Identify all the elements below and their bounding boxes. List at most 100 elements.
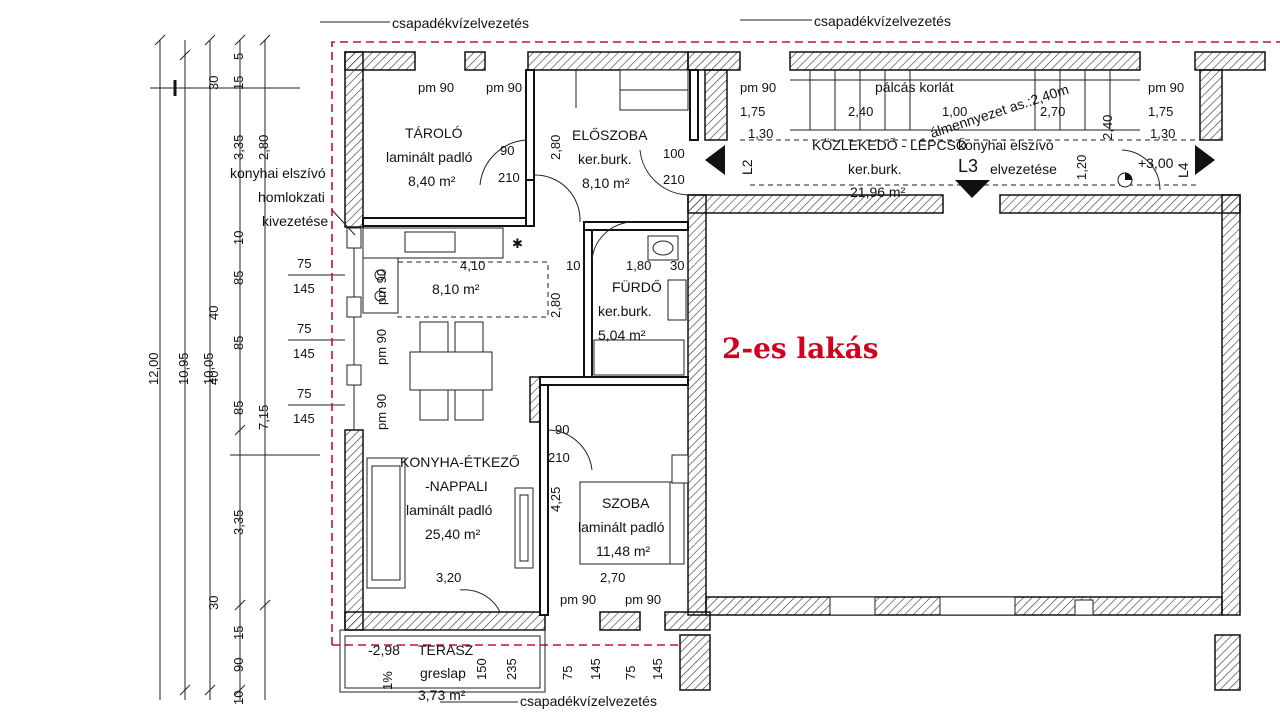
walls — [344, 51, 1266, 691]
room-kozlekedo-area: 21,96 m² — [850, 184, 906, 200]
dim-270: 2,70 — [1040, 104, 1065, 119]
room-kozlekedo-name: KÖZLEKEDŐ - LÉPCSŐ — [812, 136, 967, 153]
dim-75-e: 75 — [623, 666, 638, 680]
terrace-level: -2,98 — [368, 642, 400, 658]
note-homlokzati: homlokzati — [258, 189, 325, 205]
level-plus: +3,00 — [1138, 155, 1174, 171]
left-dimension-chains: 12,00 10,95 10,05 7,15 2,80 3,35 3,35 85… — [146, 34, 345, 705]
wall-bottom-room-pier — [599, 611, 641, 631]
dim-280-b: 2,80 — [548, 293, 563, 318]
pm90-kitchen-1: pm 90 — [374, 269, 389, 305]
note-csapadek-top-left: csapadékvízelvezetés — [392, 15, 529, 31]
wall-top-right — [1194, 51, 1266, 71]
note-kivezetese: kivezetése — [262, 213, 328, 229]
chair-icon — [419, 321, 449, 355]
dim-window-75-b: 75 — [297, 321, 311, 336]
wall-terrace-pier — [679, 634, 711, 691]
room-konyha-area: 25,40 m² — [425, 526, 481, 542]
dim-30: 30 — [670, 258, 684, 273]
apartment-boundary — [331, 41, 1280, 645]
dim-210-c: 210 — [548, 450, 570, 465]
wall-top-middle — [527, 51, 689, 71]
section-l4: L4 — [1175, 162, 1191, 178]
dim-window-75-a: 75 — [297, 256, 311, 271]
pm90-stair-right: pm 90 — [1148, 80, 1184, 95]
kitchen-stove — [362, 257, 399, 314]
dim-235: 235 — [504, 658, 519, 680]
dim-left-15-bottom: 15 — [231, 626, 246, 640]
wall-party-vertical — [687, 194, 707, 616]
wall-top-pier — [464, 51, 486, 71]
pm90-kitchen-2: pm 90 — [374, 329, 389, 365]
terrace: -2,98 TERASZ greslap 3,73 m² 1% 150 235 … — [339, 629, 665, 709]
bathtub — [593, 339, 685, 376]
section-markers: L2 L3 L4 +3,00 — [705, 145, 1215, 198]
pm90-szoba-2: pm 90 — [625, 592, 661, 607]
room-konyha-name2: -NAPPALI — [425, 478, 488, 494]
section-arrow-l3 — [955, 180, 990, 198]
dim-145-d: 145 — [588, 658, 603, 680]
dim-90: 90 — [500, 143, 514, 158]
dim-180: 1,80 — [626, 258, 651, 273]
chair-icon — [454, 321, 484, 355]
dim-window-145-a: 145 — [293, 281, 315, 296]
dim-left-30: 30 — [206, 76, 221, 90]
wall-bottom-kitchen — [344, 611, 546, 631]
section-arrow-l2 — [705, 145, 725, 175]
room-eloszoba-area: 8,10 m² — [582, 175, 630, 191]
dim-window-145-c: 145 — [293, 411, 315, 426]
dim-175-a: 1,75 — [740, 104, 765, 119]
tv-icon — [519, 494, 529, 562]
section-arrow-l4 — [1195, 145, 1215, 175]
room-furdo-area: 5,04 m² — [598, 327, 646, 343]
left-windows — [346, 227, 362, 430]
dim-280: 2,80 — [548, 135, 563, 160]
dim-130-b: 1,30 — [1150, 126, 1175, 141]
nightstand — [671, 454, 689, 484]
chair-icon — [419, 389, 449, 421]
room-furdo-name: FÜRDŐ — [612, 278, 662, 295]
room-labels: TÁROLÓ laminált padló 8,40 m² ELŐSZOBA k… — [386, 125, 967, 559]
room-konyha-name: KONYHA-ÉTKEZŐ — [400, 454, 520, 470]
room-konyha-floor: laminált padló — [406, 502, 493, 518]
dim-10: 10 — [566, 258, 580, 273]
bed — [579, 481, 685, 565]
dim-left-total-a: 10,95 — [176, 352, 191, 385]
wall-corridor-lower-right — [999, 194, 1241, 214]
dim-left-total-e: 2,80 — [256, 135, 271, 160]
kitchen-zone — [397, 261, 549, 318]
pm90-kitchen-3: pm 90 — [374, 394, 389, 430]
dim-240: 2,40 — [848, 104, 873, 119]
wall-stair-column-right — [1199, 69, 1223, 141]
dim-left-335-top: 3,35 — [231, 135, 246, 160]
dim-window-75-c: 75 — [297, 386, 311, 401]
dim-left-total-b: 10,05 — [201, 352, 216, 385]
interior-dimensions: 90 210 2,80 100 210 1,75 1,30 2,40 1,00 … — [436, 104, 1175, 585]
note-konyhai-elszivo-2: konyhai elszívó — [958, 137, 1054, 153]
wall-left-lower — [344, 429, 364, 631]
terrace-name: TERASZ — [418, 642, 474, 658]
note-elvezetese: elvezetése — [990, 161, 1057, 177]
dim-410: 4,10 — [460, 258, 485, 273]
dim-left-85-b: 85 — [231, 336, 246, 350]
dim-100: 100 — [663, 146, 685, 161]
terrace-slope: 1% — [380, 671, 395, 690]
dim-150: 150 — [474, 658, 489, 680]
room-szoba-name: SZOBA — [602, 495, 650, 511]
dim-75-d: 75 — [560, 666, 575, 680]
note-csapadek-bottom: csapadékvízelvezetés — [520, 693, 657, 709]
room-kitchen-extra-area: 8,10 m² — [432, 281, 480, 297]
dim-left-5: 5 — [231, 53, 246, 60]
interior-walls — [362, 69, 699, 616]
wall-top-stair — [789, 51, 1141, 71]
dim-120: 1,20 — [1074, 155, 1089, 180]
wall-corridor-lower — [687, 194, 944, 214]
dim-425: 4,25 — [548, 487, 563, 512]
sofa-seat — [371, 465, 401, 581]
note-palcas-korlat: pálcás korlát — [875, 79, 954, 95]
dim-240-b: 2,40 — [1100, 115, 1115, 140]
left-tick-marks — [154, 34, 271, 696]
dim-210-b: 210 — [663, 172, 685, 187]
note-csapadek-top-right: csapadékvízelvezetés — [814, 13, 951, 29]
dim-window-145-b: 145 — [293, 346, 315, 361]
